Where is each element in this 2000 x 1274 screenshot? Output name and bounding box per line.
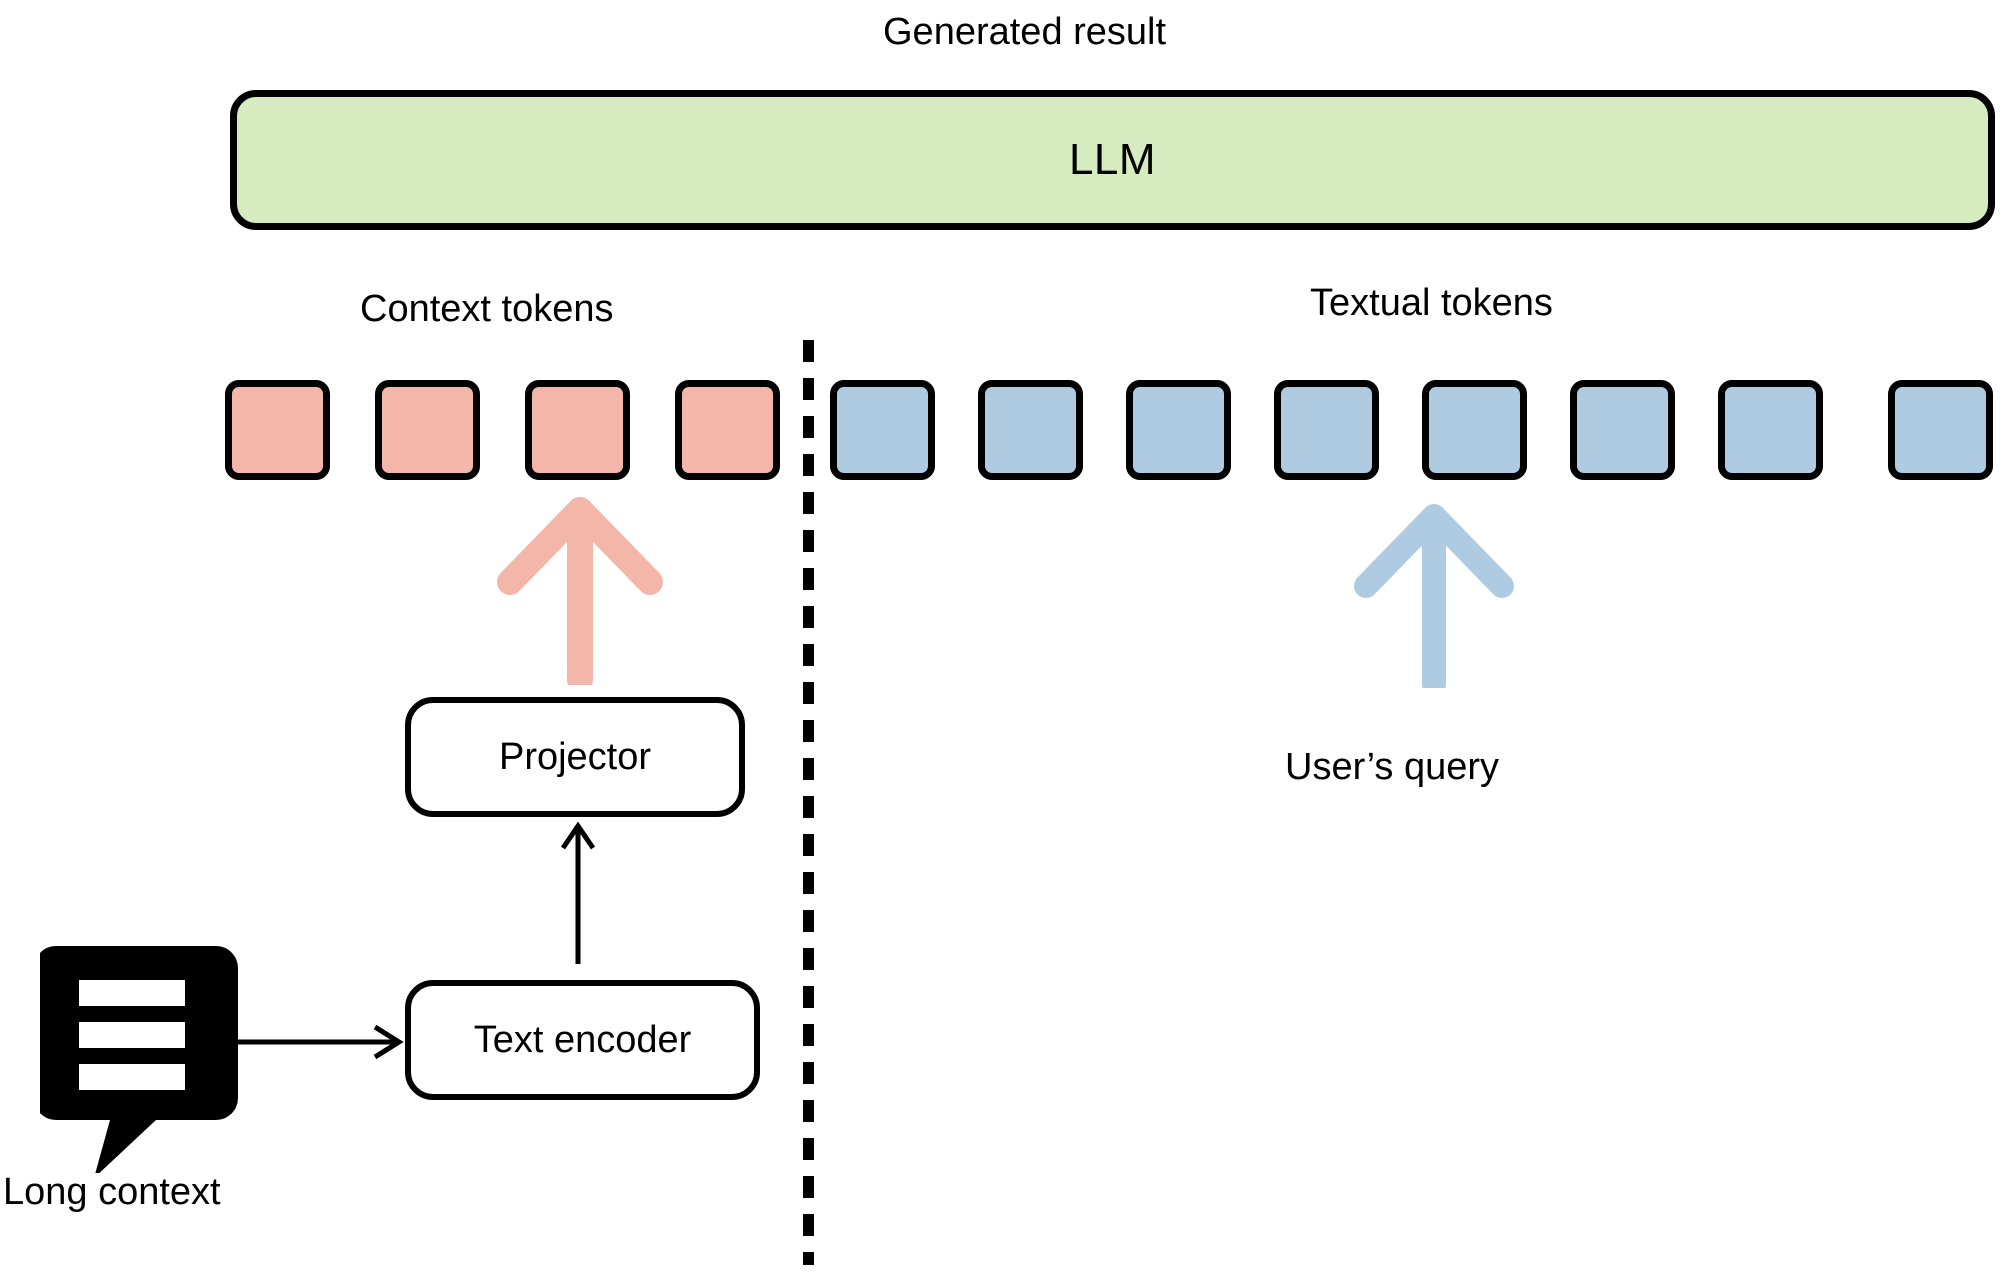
projector-label: Projector — [498, 736, 652, 778]
long-context-source — [34, 938, 240, 1178]
textual-token — [978, 380, 1083, 480]
context-token — [225, 380, 330, 480]
projector-box: Projector — [405, 697, 745, 817]
context-token — [525, 380, 630, 480]
textual-token — [830, 380, 935, 480]
generated-result-label: Generated result — [883, 11, 1167, 53]
encoder-to-projector-arrow — [557, 820, 601, 964]
llm-box: LLM — [230, 90, 1995, 230]
text-encoder-box: Text encoder — [405, 980, 760, 1100]
text-encoder-label: Text encoder — [473, 1019, 692, 1061]
context-token — [675, 380, 780, 480]
source-to-encoder-arrow — [235, 1020, 405, 1064]
users-query-label: User’s query — [1285, 746, 1500, 788]
textual-token — [1718, 380, 1823, 480]
speech-bubble-lines-icon — [34, 946, 238, 1178]
textual-token — [1888, 380, 1993, 480]
textual-tokens-label: Textual tokens — [1310, 282, 1553, 324]
context-token — [375, 380, 480, 480]
textual-token — [1126, 380, 1231, 480]
vertical-dashed-divider — [803, 340, 814, 1265]
query-to-tokens-arrow — [1348, 498, 1520, 696]
textual-token — [1570, 380, 1675, 480]
llm-label: LLM — [1068, 135, 1157, 184]
textual-token — [1422, 380, 1527, 480]
context-tokens-label: Context tokens — [360, 288, 614, 330]
textual-token — [1274, 380, 1379, 480]
long-context-label: Long context — [3, 1171, 221, 1213]
projector-to-tokens-arrow — [490, 490, 670, 693]
